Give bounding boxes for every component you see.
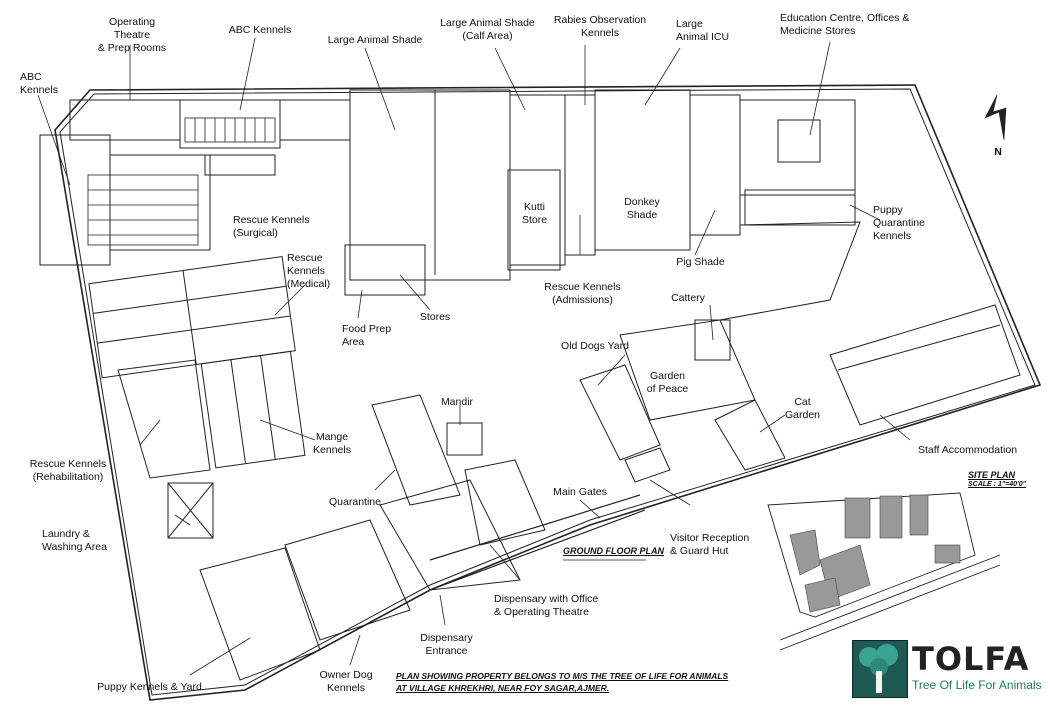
compass-north-label: N — [994, 146, 1002, 158]
label-food-prep: Food Prep Area — [342, 323, 392, 348]
label-puppy-quarantine: Puppy Quarantine Kennels — [873, 204, 925, 242]
label-cat-garden: Cat Garden — [784, 396, 821, 421]
label-pig-shade: Pig Shade — [676, 256, 725, 268]
old-dogs-yard — [579, 364, 661, 461]
label-abc-kennels-top: ABC Kennels — [228, 24, 292, 36]
property-note: PLAN SHOWING PROPERTY BELONGS TO M/S THE… — [396, 671, 729, 693]
label-rescue-medical: Rescue Kennels (Medical) — [287, 252, 331, 290]
label-laundry: Laundry & Washing Area — [42, 528, 107, 553]
label-abc-kennels-left: ABC Kennels — [20, 71, 58, 96]
site-plan-inset — [767, 492, 1001, 651]
label-dispensary-office: Dispensary with Office & Operating Theat… — [494, 593, 599, 618]
kutti-store — [507, 169, 561, 271]
label-cattery: Cattery — [671, 292, 705, 304]
owner-dog-kennels — [284, 519, 411, 641]
quarantine-block — [371, 394, 461, 506]
label-visitor-reception: Visitor Reception & Guard Hut — [670, 532, 750, 557]
visitor-reception — [624, 447, 671, 483]
site-plan-scale: SCALE : 1"=40'0" — [968, 481, 1026, 488]
puppy-kennels — [199, 547, 321, 681]
label-donkey-shade: Donkey Shade — [624, 196, 660, 221]
logo-tagline: Tree Of Life For Animals — [912, 678, 1042, 692]
label-rescue-surgical: Rescue Kennels (Surgical) — [233, 214, 310, 239]
label-stores: Stores — [419, 311, 451, 323]
label-rescue-admissions: Rescue Kennels (Admissions) — [544, 281, 621, 306]
donkey-shade — [594, 89, 691, 251]
tolfa-tree-icon — [852, 640, 908, 698]
label-kutti-store: Kutti Store — [521, 201, 548, 226]
logo-wordmark: TOLFA — [912, 640, 1030, 678]
label-mandir: Mandir — [440, 396, 474, 408]
label-owner-dog-kennels: Owner Dog Kennels — [319, 669, 373, 694]
abc-kennels-block — [109, 154, 211, 251]
label-large-animal-shade-calf: Large Animal Shade (Calf Area) — [440, 17, 535, 42]
education-centre — [739, 99, 856, 196]
site-plan-title: SITE PLAN — [968, 470, 1016, 480]
label-staff-accommodation: Staff Accommodation — [918, 444, 1018, 456]
label-old-dogs-yard: Old Dogs Yard — [561, 340, 629, 352]
label-large-animal-shade: Large Animal Shade — [327, 34, 423, 46]
cat-garden — [714, 399, 786, 471]
label-rabies-observation: Rabies Observation Kennels — [553, 14, 647, 39]
label-puppy-kennels: Puppy Kennels & Yard — [97, 681, 202, 693]
tolfa-logo: TOLFA Tree Of Life For Animals — [852, 640, 1042, 698]
ground-floor-plan-title: GROUND FLOOR PLAN — [563, 546, 664, 556]
label-quarantine: Quarantine — [329, 496, 381, 508]
mandir — [446, 422, 483, 456]
laundry-area — [167, 482, 214, 539]
label-education-centre: Education Centre, Offices & Medicine Sto… — [780, 12, 910, 37]
label-main-gates: Main Gates — [553, 486, 607, 498]
label-operating-theatre: Operating Theatre & Prep Rooms — [97, 16, 167, 54]
staff-accommodation — [829, 304, 1021, 426]
pig-shade — [689, 94, 741, 236]
label-dispensary-entrance: Dispensary Entrance — [420, 632, 473, 657]
rescue-kennels-block — [88, 256, 296, 379]
operating-theatre-block — [69, 99, 181, 141]
large-animal-shade — [349, 89, 511, 281]
rehabilitation-yard — [117, 359, 211, 479]
label-rescue-rehabilitation: Rescue Kennels (Rehabilitation) — [29, 458, 107, 483]
label-large-animal-icu: Large Animal ICU — [676, 18, 730, 43]
label-mange-kennels: Mange Kennels — [313, 431, 351, 456]
label-garden-of-peace: Garden of Peace — [646, 370, 689, 395]
north-arrow-icon — [984, 94, 1007, 141]
